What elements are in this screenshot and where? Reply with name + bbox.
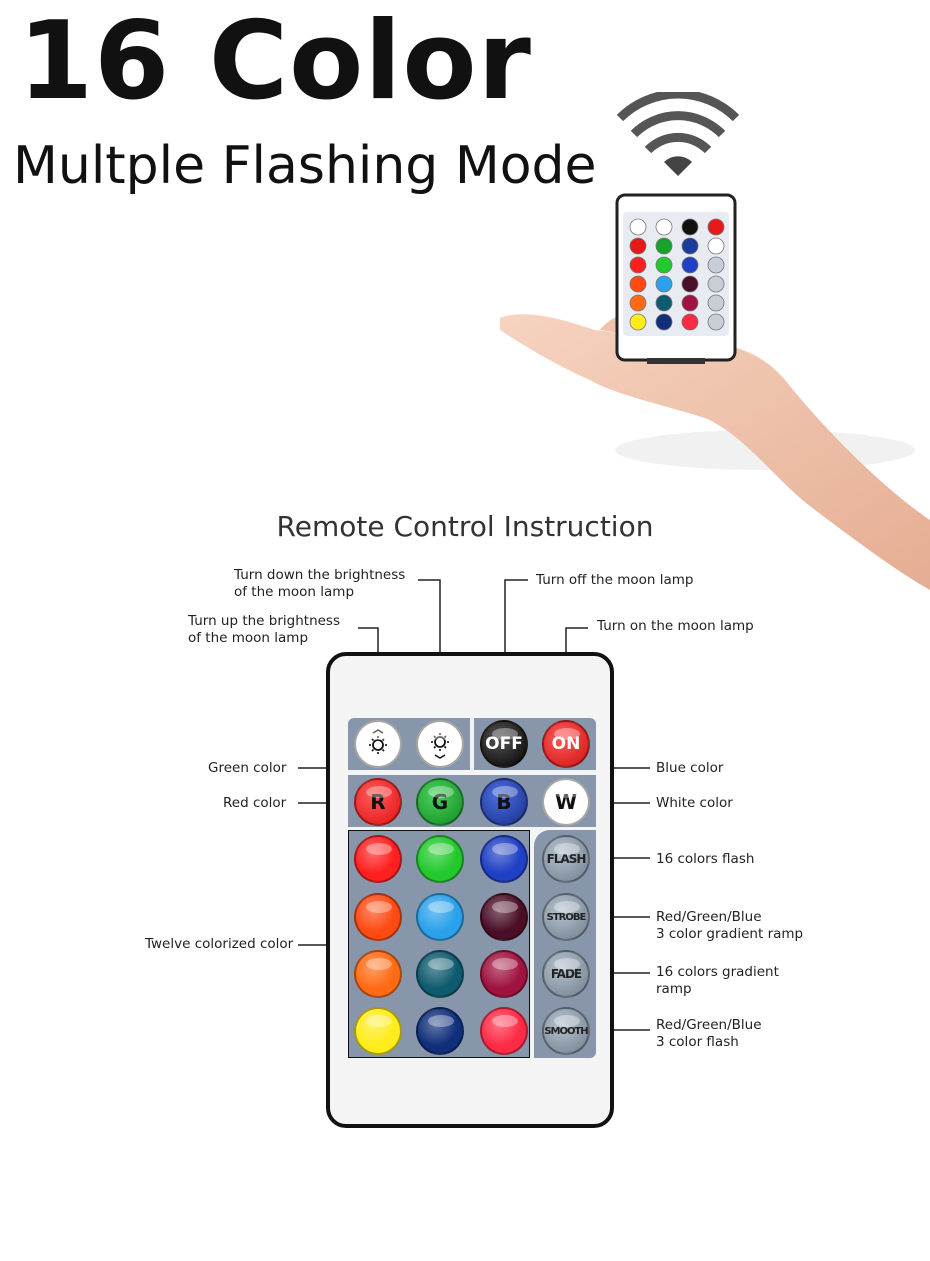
color-button-r3c2[interactable] xyxy=(416,950,464,998)
callout-white: White color xyxy=(656,795,733,811)
mini-top-button-4 xyxy=(707,218,725,236)
mini-color-button-r1c1 xyxy=(629,256,647,274)
color-button-r1c1[interactable] xyxy=(354,835,402,883)
mini-color-button-r3c3 xyxy=(681,294,699,312)
mini-color-button-r3c1 xyxy=(629,294,647,312)
sun-arrow-up-icon xyxy=(369,729,387,754)
mini-rgbw-button-1 xyxy=(629,237,647,255)
callout-on: Turn on the moon lamp xyxy=(597,618,754,634)
mini-color-button-r1c2 xyxy=(655,256,673,274)
green-button[interactable]: G xyxy=(416,778,464,826)
callout-green: Green color xyxy=(208,760,287,776)
color-button-r2c1[interactable] xyxy=(354,893,402,941)
color-button-r2c2[interactable] xyxy=(416,893,464,941)
hand-holding-remote-illustration xyxy=(500,193,930,590)
off-button[interactable]: OFF xyxy=(480,720,528,768)
mini-color-button-r2c3 xyxy=(681,275,699,293)
smooth-button[interactable]: SMOOTH xyxy=(542,1007,590,1055)
callout-off: Turn off the moon lamp xyxy=(536,572,694,588)
red-button-label: R xyxy=(370,790,386,814)
mini-mode-button-3 xyxy=(707,294,725,312)
red-button[interactable]: R xyxy=(354,778,402,826)
callout-flash: 16 colors flash xyxy=(656,851,755,867)
color-button-r4c2[interactable] xyxy=(416,1007,464,1055)
mini-color-button-r2c2 xyxy=(655,275,673,293)
color-button-r1c3[interactable] xyxy=(480,835,528,883)
white-button-label: W xyxy=(554,790,578,814)
callout-red: Red color xyxy=(223,795,287,811)
mini-color-button-r4c2 xyxy=(655,313,673,331)
page-subtitle: Multple Flashing Mode xyxy=(13,136,597,196)
smooth-button-label: SMOOTH xyxy=(544,1025,588,1037)
mini-rgbw-button-4 xyxy=(707,237,725,255)
flash-button-label: FLASH xyxy=(546,852,587,866)
mini-color-button-r2c1 xyxy=(629,275,647,293)
blue-button-label: B xyxy=(496,790,512,814)
callout-brightness-down: Turn down the brightness of the moon lam… xyxy=(234,567,406,600)
color-button-r3c3[interactable] xyxy=(480,950,528,998)
mini-mode-button-2 xyxy=(707,275,725,293)
mini-color-button-r4c3 xyxy=(681,313,699,331)
mini-color-button-r4c1 xyxy=(629,313,647,331)
mini-rgbw-button-2 xyxy=(655,237,673,255)
fade-button-label: FADE xyxy=(550,967,582,981)
callout-fade: 16 colors gradient ramp xyxy=(656,964,779,997)
mini-mode-button-4 xyxy=(707,313,725,331)
color-button-r1c2[interactable] xyxy=(416,835,464,883)
section-title: Remote Control Instruction xyxy=(276,510,654,543)
callout-smooth: Red/Green/Blue 3 color flash xyxy=(656,1017,762,1050)
sun-arrow-down-icon xyxy=(431,733,449,759)
mini-color-button-r1c3 xyxy=(681,256,699,274)
off-button-label: OFF xyxy=(485,734,523,754)
mini-mode-button-1 xyxy=(707,256,725,274)
fade-button[interactable]: FADE xyxy=(542,950,590,998)
brightness-up-button[interactable] xyxy=(354,720,402,768)
blue-button[interactable]: B xyxy=(480,778,528,826)
callout-brightness-up: Turn up the brightness of the moon lamp xyxy=(188,613,340,646)
color-button-r4c3[interactable] xyxy=(480,1007,528,1055)
strobe-button-label: STROBE xyxy=(546,911,587,923)
brightness-down-button[interactable] xyxy=(416,720,464,768)
mini-top-button-2 xyxy=(655,218,673,236)
mini-color-button-r3c2 xyxy=(655,294,673,312)
flash-button[interactable]: FLASH xyxy=(542,835,590,883)
color-button-r4c1[interactable] xyxy=(354,1007,402,1055)
color-button-r3c1[interactable] xyxy=(354,950,402,998)
color-button-r2c3[interactable] xyxy=(480,893,528,941)
callout-blue: Blue color xyxy=(656,760,724,776)
on-button[interactable]: ON xyxy=(542,720,590,768)
callout-strobe: Red/Green/Blue 3 color gradient ramp xyxy=(656,909,804,942)
page-title: 16 Color xyxy=(18,0,532,124)
white-button[interactable]: W xyxy=(542,778,590,826)
green-button-label: G xyxy=(431,790,449,814)
callout-twelve-colors: Twelve colorized color xyxy=(145,936,294,952)
mini-top-button-3 xyxy=(681,218,699,236)
mini-remote xyxy=(615,193,737,362)
on-button-label: ON xyxy=(551,734,581,754)
mini-top-button-1 xyxy=(629,218,647,236)
strobe-button[interactable]: STROBE xyxy=(542,893,590,941)
color-button-grid xyxy=(348,830,530,1058)
mini-rgbw-button-3 xyxy=(681,237,699,255)
wireless-signal-icon xyxy=(616,92,740,176)
